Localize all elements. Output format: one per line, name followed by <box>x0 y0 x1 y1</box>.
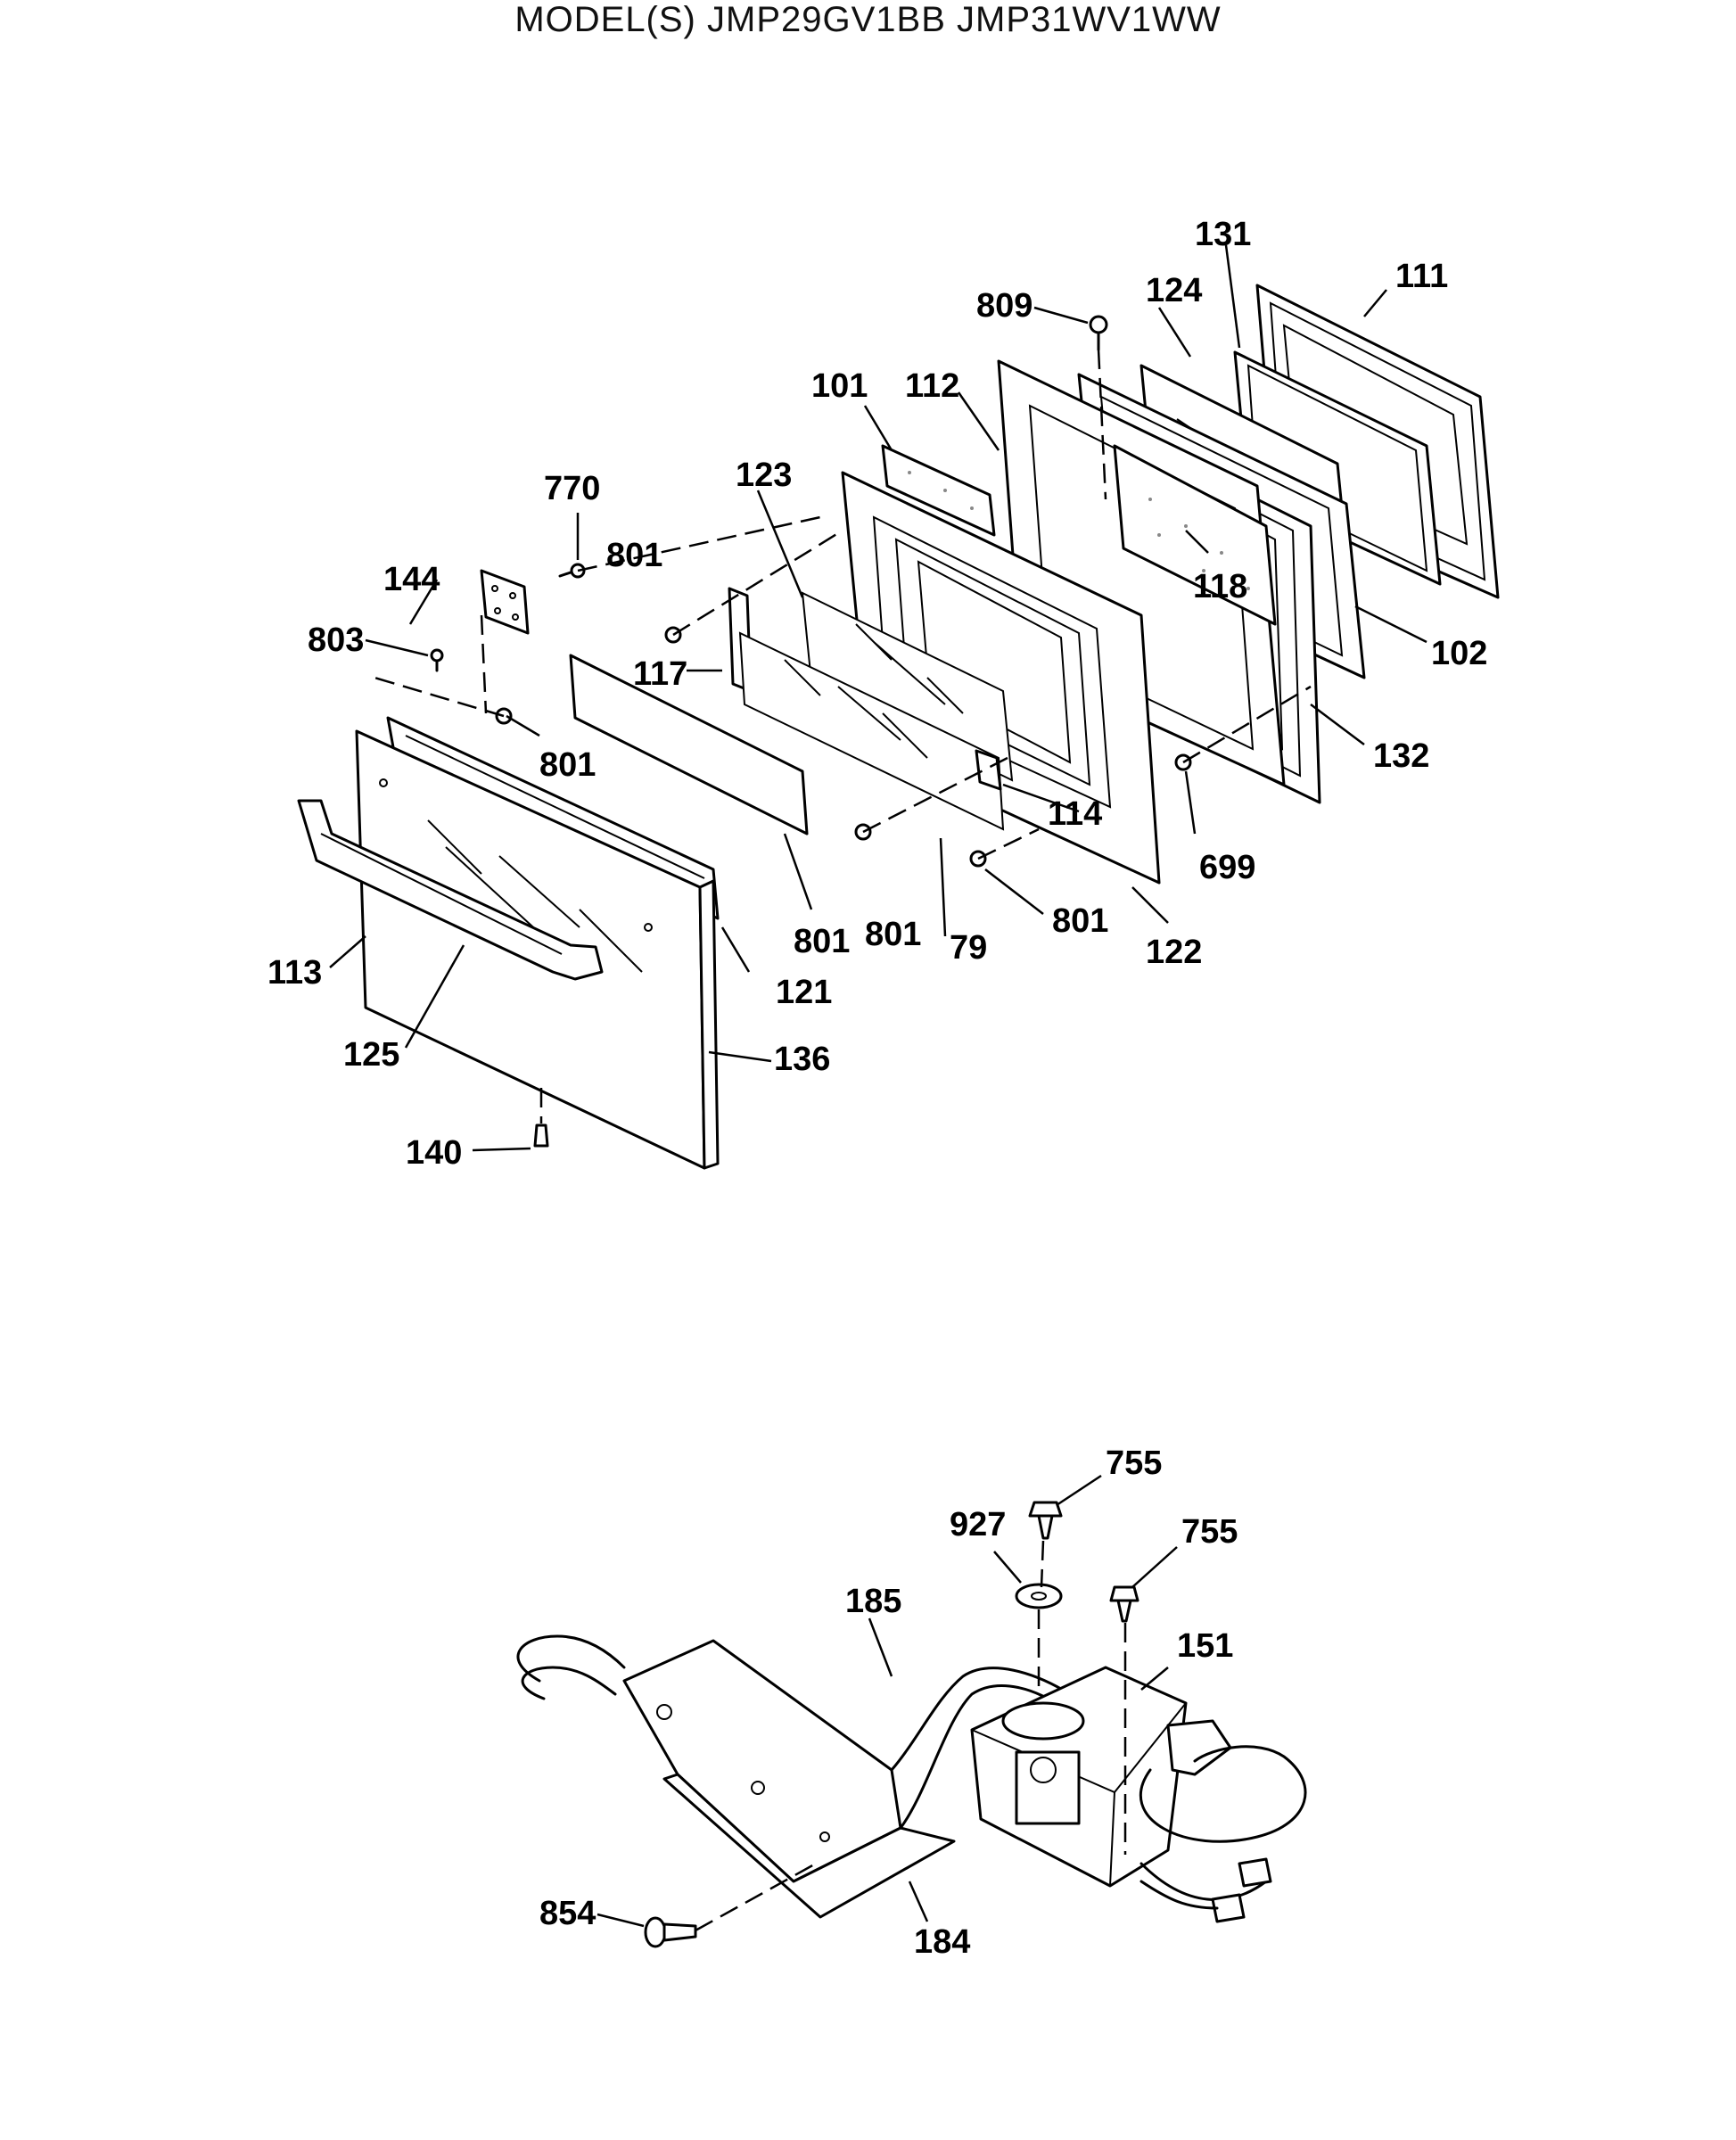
part-122-glass <box>738 631 1005 831</box>
part-185-rod <box>890 1667 1072 1830</box>
part-144-hinge <box>480 569 530 635</box>
leader-lines <box>329 244 1427 1152</box>
callout-770: 770 <box>544 470 600 507</box>
callout-102: 102 <box>1431 635 1487 672</box>
callout-755-b: 755 <box>1181 1513 1238 1551</box>
callout-801-b: 801 <box>539 746 596 784</box>
callout-112: 112 <box>905 367 959 405</box>
callout-111: 111 <box>1395 258 1448 295</box>
part-123-glass <box>801 591 1014 782</box>
callout-140: 136 <box>774 1041 830 1078</box>
page-title: MODEL(S) JMP29GV1BB JMP31WV1WW <box>514 0 1222 39</box>
part-101-insulation <box>881 444 996 537</box>
callout-122: 79 <box>950 929 987 967</box>
screw-icon <box>1109 1585 1140 1623</box>
callout-699: 699 <box>1199 849 1255 886</box>
callout-101: 101 <box>811 367 868 405</box>
screw-icon <box>1089 315 1108 351</box>
callout-113: 122 <box>1146 934 1202 971</box>
motor-assembly: 755 927 755 185 151 854 184 <box>516 1444 1307 1961</box>
callout-801-c: 801 <box>865 916 921 953</box>
callout-803: 803 <box>308 621 364 659</box>
part-151-motor <box>970 1666 1307 1923</box>
callout-136: 125 <box>343 1036 399 1074</box>
part-79-shield <box>569 654 809 835</box>
screw-icon <box>430 648 444 672</box>
callout-79: 801 <box>794 923 850 960</box>
callout-801-d: 801 <box>1052 902 1108 940</box>
washer-icon <box>1015 1583 1063 1609</box>
callout-131: 131 <box>1195 216 1251 253</box>
part-118-insulation <box>1113 444 1277 626</box>
callout-118: 118 <box>1193 568 1247 605</box>
callout-927: 927 <box>950 1506 1006 1543</box>
part-114-bracket <box>975 749 1002 791</box>
callout-184: 184 <box>914 1923 970 1961</box>
callout-114: 114 <box>1048 795 1102 833</box>
callout-121: 113 <box>267 954 322 992</box>
callout-144: 144 <box>383 561 440 598</box>
motor-leader-lines <box>596 1474 1178 1928</box>
callout-854: 854 <box>539 1895 596 1932</box>
callout-918: 140 <box>406 1134 462 1172</box>
door-assembly: 131 111 124 809 101 112 123 770 801 144 … <box>267 216 1500 1172</box>
motor-callout-labels: 755 927 755 185 151 854 184 <box>539 1444 1238 1961</box>
callout-132: 132 <box>1373 737 1429 775</box>
callout-809: 809 <box>976 287 1033 325</box>
screw-icon <box>644 1916 697 1948</box>
part-136-handle <box>297 799 604 981</box>
callout-125: 121 <box>776 974 832 1011</box>
screw-icon <box>1028 1501 1063 1540</box>
callout-755-a: 755 <box>1106 1444 1162 1482</box>
callout-801-a: 801 <box>606 537 662 574</box>
callout-185: 185 <box>845 1583 901 1620</box>
callout-117: 117 <box>633 655 687 693</box>
callout-123: 123 <box>736 457 792 494</box>
callout-labels: 131 111 124 809 101 112 123 770 801 144 … <box>267 216 1487 1172</box>
screw-icon <box>533 1124 549 1148</box>
callout-124: 124 <box>1146 272 1202 309</box>
part-184-bracket <box>516 1634 956 1919</box>
callout-151: 151 <box>1177 1627 1233 1665</box>
